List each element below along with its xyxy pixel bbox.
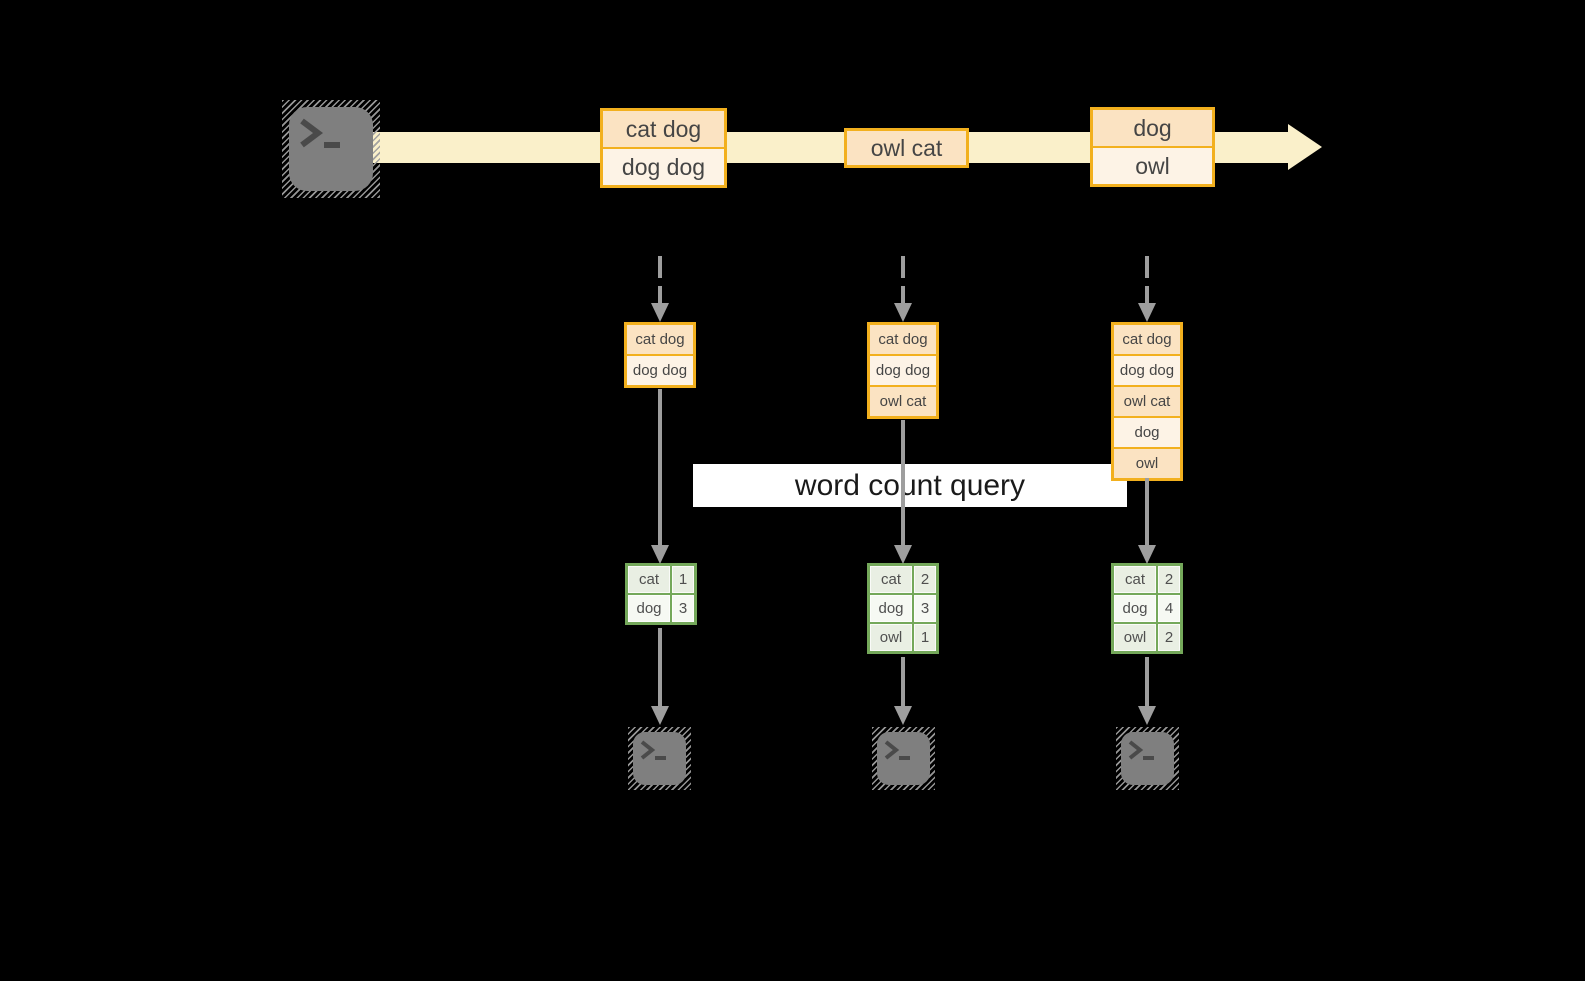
down-arrowhead-icon [651, 303, 669, 322]
count-cell: 3 [672, 595, 694, 622]
buffer-row: dog dog [627, 356, 693, 385]
word-cell: dog [1114, 595, 1156, 622]
word-cell: cat [1114, 566, 1156, 593]
stream-event-2: owl cat [844, 128, 969, 168]
terminal-prompt-icon [300, 118, 340, 148]
query-banner: word count query [693, 464, 1127, 507]
stream-timeline-arrowhead-icon [1288, 124, 1322, 170]
buffer-row: dog dog [1114, 356, 1180, 387]
sink-terminal-icon [628, 727, 691, 790]
word-cell: dog [628, 595, 670, 622]
snapshot-buffer-1: cat dog dog dog [624, 322, 696, 388]
count-cell: 4 [1158, 595, 1180, 622]
arrow-shaft [1145, 657, 1149, 708]
buffer-row: dog dog [870, 356, 936, 387]
word-cell: cat [628, 566, 670, 593]
arrow-shaft [658, 389, 662, 547]
down-arrowhead-icon [894, 706, 912, 725]
event-word-pair: owl [1093, 148, 1212, 184]
count-cell: 1 [672, 566, 694, 593]
query-banner-label: word count query [794, 468, 1026, 502]
word-cell: dog [870, 595, 912, 622]
count-cell: 2 [1158, 624, 1180, 651]
word-cell: owl [870, 624, 912, 651]
count-cell: 2 [914, 566, 936, 593]
count-cell: 3 [914, 595, 936, 622]
count-table-3: cat 2 dog 4 owl 2 [1111, 563, 1183, 654]
stream-event-1: cat dog dog dog [600, 108, 727, 188]
dashed-arrow-segment [658, 286, 662, 306]
snapshot-buffer-2: cat dog dog dog owl cat [867, 322, 939, 419]
event-word-pair: dog dog [603, 149, 724, 185]
event-word-pair: cat dog [603, 111, 724, 149]
source-terminal-icon [282, 100, 380, 198]
buffer-row: cat dog [870, 325, 936, 356]
dashed-arrow-segment [901, 256, 905, 278]
arrow-shaft [1145, 478, 1149, 547]
down-arrowhead-icon [1138, 706, 1156, 725]
event-word-pair: dog [1093, 110, 1212, 148]
buffer-row: owl cat [1114, 387, 1180, 418]
terminal-prompt-icon [640, 740, 666, 760]
buffer-row: owl cat [870, 387, 936, 416]
word-cell: cat [870, 566, 912, 593]
dashed-arrow-segment [1145, 256, 1149, 278]
count-cell: 2 [1158, 566, 1180, 593]
buffer-row: cat dog [1114, 325, 1180, 356]
sink-terminal-icon [872, 727, 935, 790]
count-table-2: cat 2 dog 3 owl 1 [867, 563, 939, 654]
buffer-row: owl [1114, 449, 1180, 478]
arrow-shaft [901, 657, 905, 708]
terminal-prompt-icon [1128, 740, 1154, 760]
sink-terminal-icon [1116, 727, 1179, 790]
down-arrowhead-icon [894, 303, 912, 322]
count-table-1: cat 1 dog 3 [625, 563, 697, 625]
stream-event-3: dog owl [1090, 107, 1215, 187]
word-cell: owl [1114, 624, 1156, 651]
buffer-row: dog [1114, 418, 1180, 449]
down-arrowhead-icon [894, 545, 912, 564]
arrow-shaft [658, 628, 662, 708]
down-arrowhead-icon [1138, 545, 1156, 564]
snapshot-buffer-3: cat dog dog dog owl cat dog owl [1111, 322, 1183, 481]
event-word-pair: owl cat [847, 131, 966, 165]
dashed-arrow-segment [658, 256, 662, 278]
down-arrowhead-icon [651, 545, 669, 564]
down-arrowhead-icon [651, 706, 669, 725]
arrow-shaft [901, 420, 905, 547]
terminal-prompt-icon [884, 740, 910, 760]
dashed-arrow-segment [901, 286, 905, 306]
dashed-arrow-segment [1145, 286, 1149, 306]
buffer-row: cat dog [627, 325, 693, 356]
down-arrowhead-icon [1138, 303, 1156, 322]
count-cell: 1 [914, 624, 936, 651]
